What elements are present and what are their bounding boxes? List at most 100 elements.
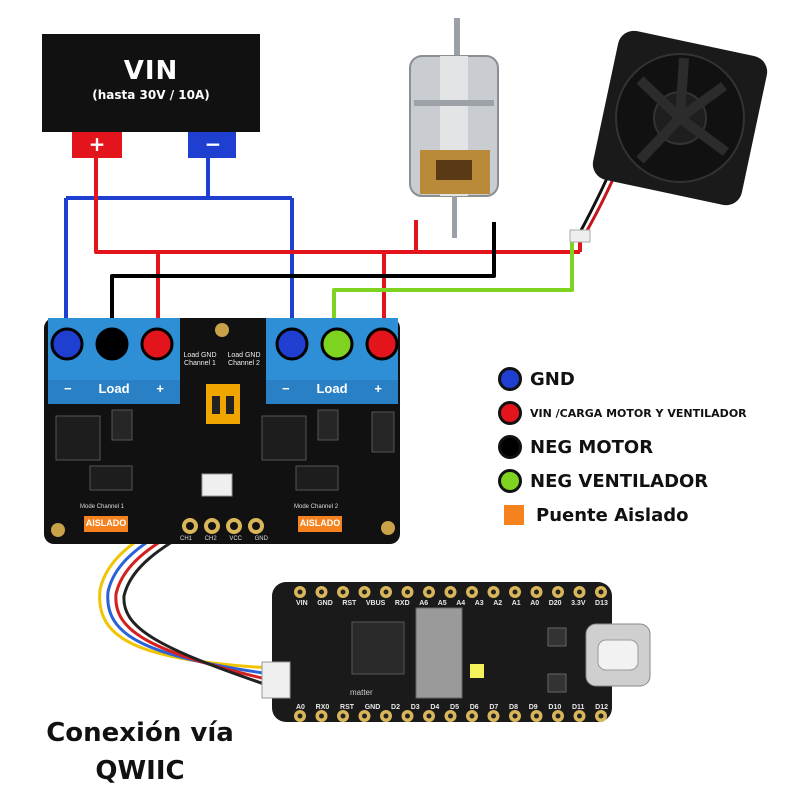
- vin-minus-label: −: [204, 132, 222, 156]
- legend-item-gnd: GND: [498, 362, 798, 396]
- mcu-pad-hole: [405, 589, 410, 595]
- pin-label: RST: [342, 600, 357, 607]
- mcu-pad-hole: [319, 589, 324, 595]
- legend-label: GND: [530, 368, 575, 390]
- pin-label: CH1: [180, 536, 193, 542]
- mcu-pad-hole: [491, 589, 496, 595]
- legend: GND VIN /CARGA MOTOR Y VENTILADOR NEG MO…: [498, 362, 798, 532]
- legend-item-vin: VIN /CARGA MOTOR Y VENTILADOR: [498, 396, 798, 430]
- fan-image: [569, 30, 768, 243]
- legend-item-fan-neg: NEG VENTILADOR: [498, 464, 798, 498]
- channel-label-2: Load GND Channel 2: [227, 352, 261, 367]
- pin-label: D6: [469, 704, 479, 711]
- header-pin-labels: CH1 CH2 VCC GND: [180, 536, 268, 542]
- mcu-pad-hole: [512, 589, 518, 595]
- mcu-pad-hole: [577, 713, 582, 719]
- mcu-pad-hole: [383, 713, 389, 719]
- mcu-pad-hole: [426, 589, 432, 595]
- mcu-pad-hole: [448, 589, 453, 595]
- mcu-bottom-pin-labels: A0 RX0 RST GND D2 D3 D4 D5 D6 D7 D8 D9 D…: [296, 704, 608, 711]
- mcu-pad-hole: [340, 713, 346, 719]
- pin-label: D11: [571, 704, 585, 711]
- qwiic-caption: Conexión vía QWIIC: [20, 714, 260, 790]
- pin-label: A0: [530, 600, 540, 607]
- mcu-pad-hole: [340, 589, 346, 595]
- pin-label: 3.3V: [571, 600, 586, 607]
- mosfet-driver-board: [44, 318, 400, 544]
- load-label-1: − Load +: [48, 381, 180, 396]
- legend-label: VIN /CARGA MOTOR Y VENTILADOR: [530, 406, 747, 420]
- pin-label: D9: [528, 704, 538, 711]
- vin-plus-terminal: [72, 132, 122, 158]
- load-text: Load: [316, 381, 348, 396]
- vin-title: VIN: [123, 56, 179, 86]
- legend-swatch: [504, 505, 524, 525]
- fan-neg-wire: [332, 240, 574, 330]
- mcu-pad-hole: [555, 589, 561, 595]
- mcu-pad-hole: [405, 713, 410, 719]
- pin-label: A0: [296, 704, 305, 711]
- pin-label: CH2: [204, 536, 217, 542]
- pin-label: D4: [430, 704, 440, 711]
- mcu-pad-hole: [469, 589, 475, 595]
- mcu-pad-hole: [534, 589, 539, 595]
- pin-label: D12: [595, 704, 608, 711]
- motor-neg-wire: [110, 222, 496, 330]
- legend-swatch: [498, 367, 522, 391]
- pin-label: GND: [364, 704, 381, 711]
- gnd-wire: [64, 158, 294, 330]
- mcu-pad-hole: [426, 713, 432, 719]
- mcu-brand: matter: [350, 688, 373, 697]
- legend-swatch: [498, 435, 522, 459]
- pin-label: GND: [254, 536, 268, 542]
- mcu-top-pin-labels: VIN GND RST VBUS RXD A6 A5 A4 A3 A2 A1 A…: [296, 600, 608, 607]
- legend-label: NEG VENTILADOR: [530, 470, 709, 492]
- legend-swatch: [498, 469, 522, 493]
- mcu-pad-hole: [555, 713, 561, 719]
- isolated-bridge-1: [84, 516, 128, 532]
- pin-label: RX0: [315, 704, 330, 711]
- pin-label: RST: [340, 704, 355, 711]
- pin-label: VIN: [296, 600, 308, 607]
- load-text: Load: [98, 381, 130, 396]
- legend-item-isolated-bridge: Puente Aislado: [498, 498, 798, 532]
- pin-label: D20: [548, 600, 562, 607]
- pin-label: D8: [509, 704, 518, 711]
- legend-label: NEG MOTOR: [530, 436, 654, 458]
- mcu-pad-hole: [362, 589, 367, 595]
- mcu-pad-hole: [598, 589, 604, 595]
- pin-label: RXD: [394, 600, 410, 607]
- pin-label: VBUS: [365, 600, 386, 607]
- mcu-pad-hole: [534, 713, 539, 719]
- legend-item-motor-neg: NEG MOTOR: [498, 430, 798, 464]
- mcu-pad-hole: [598, 713, 604, 719]
- pin-label: A3: [474, 600, 484, 607]
- pin-label: A6: [419, 600, 429, 607]
- vin-minus-terminal: [188, 132, 236, 158]
- mcu-pad-hole: [448, 713, 453, 719]
- mode-label-2: Mode Channel 2: [294, 504, 339, 510]
- pin-label: D10: [548, 704, 562, 711]
- minus-sign: −: [282, 381, 290, 396]
- pin-label: A1: [511, 600, 521, 607]
- isolated-label-2: AISLADO: [299, 518, 341, 528]
- isolated-label-1: AISLADO: [85, 518, 127, 528]
- caption-line-1: Conexión vía: [46, 718, 234, 748]
- mcu-pad-hole: [469, 713, 475, 719]
- isolated-bridge-2: [298, 516, 342, 532]
- dc-motor-image: [409, 18, 499, 238]
- caption-line-2: QWIIC: [95, 756, 185, 786]
- pin-label: D2: [391, 704, 400, 711]
- pin-label: A4: [456, 600, 466, 607]
- channel-label-1: Load GND Channel 1: [183, 352, 217, 367]
- mcu-pad-hole: [297, 713, 303, 719]
- load-label-2: − Load +: [266, 381, 398, 396]
- vin-power-supply: VIN (hasta 30V / 10A): [42, 34, 260, 132]
- vin-plus-label: +: [88, 132, 106, 156]
- mcu-pad-hole: [297, 589, 303, 595]
- mcu-pad-hole: [383, 589, 389, 595]
- legend-swatch: [498, 401, 522, 425]
- plus-sign: +: [156, 381, 164, 396]
- pin-label: GND: [317, 600, 333, 607]
- microcontroller-board: [261, 582, 651, 722]
